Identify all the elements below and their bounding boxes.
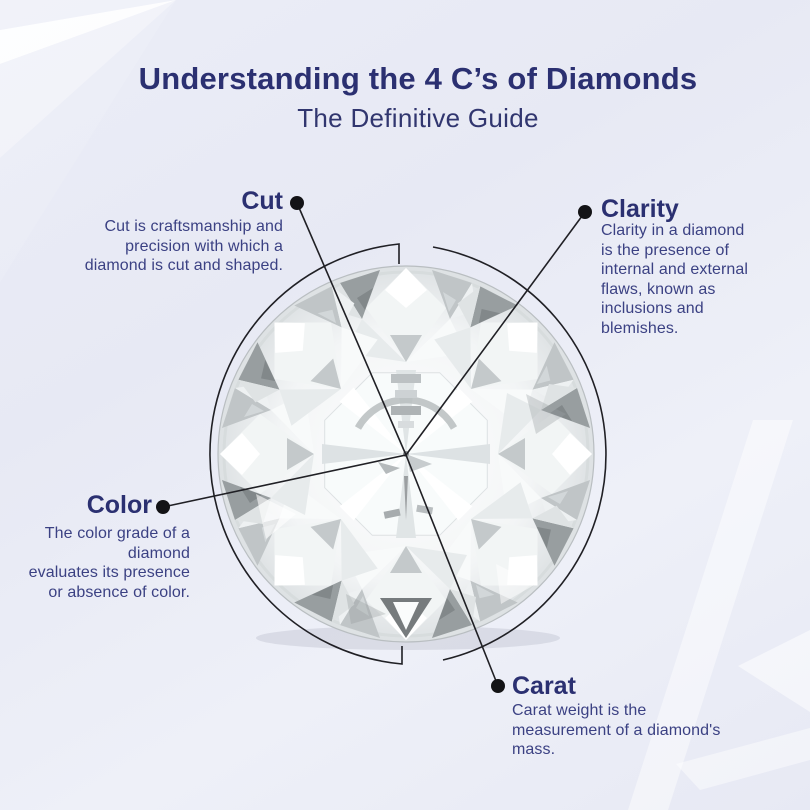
clarity-callout-dot [578, 205, 592, 219]
page-subtitle: The Definitive Guide [297, 103, 539, 133]
carat-description: Carat weight is the measurement of a dia… [512, 702, 721, 758]
cut-label: Cut [241, 187, 283, 215]
corner-ray-shape [0, 0, 176, 158]
clarity-description: Clarity in a diamond is the presence of … [601, 222, 749, 337]
color-description: The color grade of a diamond evaluates i… [28, 525, 190, 601]
color-label: Color [86, 491, 152, 519]
color-callout-dot [156, 500, 170, 514]
right-arc [432, 246, 607, 661]
clarity-callout-line [405, 211, 586, 456]
cut-description: Cut is craftsmanship and precision with … [84, 218, 283, 274]
carat-label: Carat [512, 672, 576, 700]
carat-callout-dot [491, 679, 505, 693]
color-callout-line [162, 454, 407, 508]
diamond-bottom-facet-highlight [393, 602, 419, 630]
left-arc [209, 243, 403, 665]
corner-ray-shape [0, 0, 176, 282]
bottom-right-band-shape [628, 420, 793, 810]
cut-callout-line [296, 202, 407, 456]
cut-callout-dot [290, 196, 304, 210]
bottom-right-wedge-shape [738, 630, 810, 712]
corner-ray-shape [0, 0, 176, 64]
bottom-right-chevron-shape [676, 728, 810, 790]
carat-callout-line [405, 454, 499, 687]
clarity-label: Clarity [601, 195, 679, 223]
page-title: Understanding the 4 C’s of Diamonds [138, 61, 698, 96]
header: Understanding the 4 C’s of Diamonds The … [0, 60, 810, 134]
